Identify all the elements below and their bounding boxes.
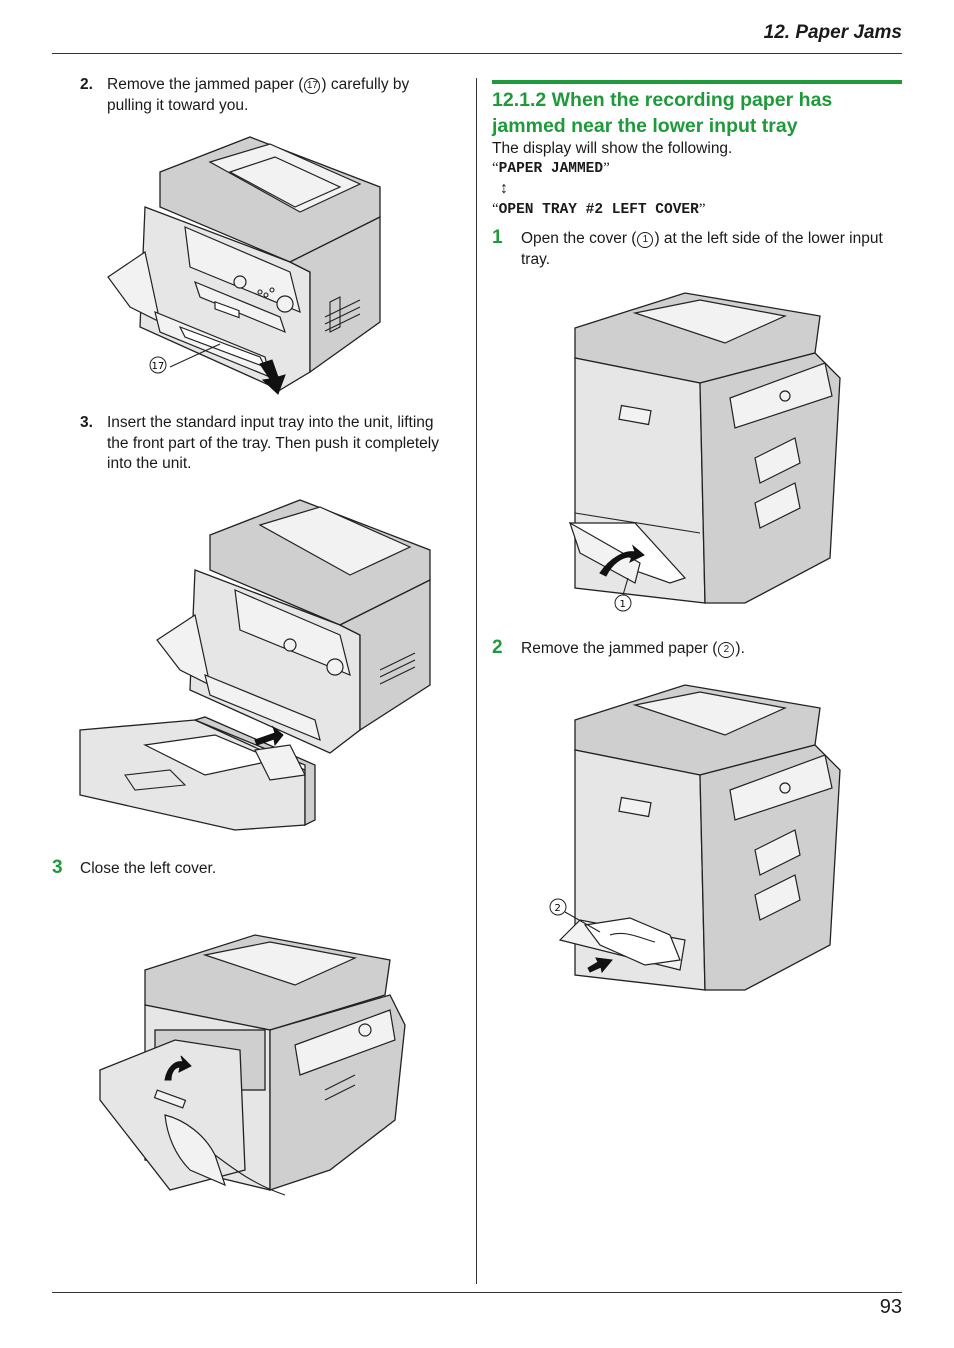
close-step-number: 3 [52,857,63,878]
step-3-text: Insert the standard input tray into the … [107,414,439,472]
callout-17: 17 [149,356,167,374]
footer-rule [52,1292,902,1293]
printer-remove-lower-paper-illustration: 2 [549,684,841,991]
svg-text:1: 1 [620,599,626,610]
section-heading: 12.1.2 When the recording paper has jamm… [492,89,833,137]
svg-text:2: 2 [555,903,561,914]
step-3-number: 3. [80,414,93,431]
callout-2: 2 [549,898,567,916]
printer-insert-tray-illustration [79,499,431,831]
svg-text:17: 17 [152,361,165,372]
section-accent-bar [492,80,902,84]
display-intro-text: The display will show the following. [492,140,733,157]
chapter-title: 12. Paper Jams [763,22,902,43]
lcd-message-1: “PAPER JAMMED” [492,160,610,177]
ref-circle: 1 [637,232,654,248]
close-step-text: Close the left cover. [80,860,217,877]
right-step-1-text: Open the cover (1) at the left side of t… [521,230,883,268]
printer-remove-paper-illustration: 17 [107,136,381,395]
printer-close-cover-illustration [99,934,406,1196]
up-down-arrow-icon: ↕ [500,180,508,197]
right-step-1-number: 1 [492,227,503,248]
lcd-message-2: “OPEN TRAY #2 LEFT COVER” [492,201,706,218]
column-divider [476,78,477,1284]
control-panel [214,275,294,319]
right-step-2-text: Remove the jammed paper (2). [521,640,745,658]
printer-open-lower-cover-illustration: 1 [568,292,841,612]
step-2-text: Remove the jammed paper (17) carefully b… [107,76,410,114]
step-2-number: 2. [80,76,93,93]
ref-circle: 17 [304,78,321,94]
header-rule [52,53,902,54]
right-step-2-number: 2 [492,637,503,658]
callout-1: 1 [614,594,632,612]
page-number: 93 [879,1296,902,1318]
ref-circle: 2 [718,642,735,658]
